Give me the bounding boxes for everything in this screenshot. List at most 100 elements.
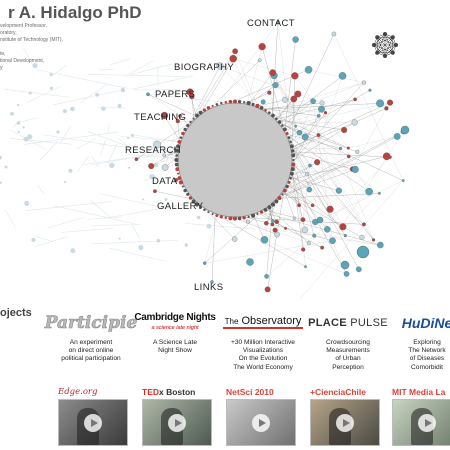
rim-node <box>174 157 179 163</box>
faint-edge <box>131 63 172 75</box>
rim-node <box>181 185 184 188</box>
network-node <box>267 90 272 95</box>
video-thumbnail[interactable] <box>310 399 380 446</box>
network-node <box>384 106 389 111</box>
nav-data[interactable]: DATA <box>152 176 178 187</box>
project-place-pulse: PLACE PULSE Crowdsourcing Measurements o… <box>303 310 393 372</box>
network-node <box>378 192 381 195</box>
video-tedx-boston: TEDx Boston <box>142 386 214 448</box>
nav-biography[interactable]: BIOGRAPHY <box>174 62 235 73</box>
play-icon[interactable] <box>168 413 186 432</box>
network-node <box>272 227 278 233</box>
rim-node <box>268 111 271 114</box>
rim-node <box>219 215 223 219</box>
network-node <box>294 90 302 98</box>
nav-teaching[interactable]: TEACHING <box>134 112 187 123</box>
project-description: Crowdsourcing Measurements of Urban Perc… <box>326 339 370 371</box>
place-pulse-logo[interactable]: PLACE PULSE <box>303 310 393 336</box>
faint-node <box>154 163 159 168</box>
project-hudine: HuDiNe Exploring The Network of Diseases… <box>392 310 450 372</box>
video-thumbnail[interactable] <box>142 399 212 446</box>
cluster-node <box>372 43 376 47</box>
participa-logo-text: Participie <box>44 312 138 333</box>
faint-edge <box>9 138 72 145</box>
faint-edge <box>165 90 188 95</box>
network-node <box>368 88 372 92</box>
faint-node <box>16 103 20 107</box>
video-thumbnail[interactable] <box>226 399 296 446</box>
participa-logo[interactable]: Participie <box>44 310 138 336</box>
rim-node <box>215 214 219 218</box>
faint-node <box>127 166 131 169</box>
network-node <box>245 219 250 224</box>
faint-node <box>70 106 75 112</box>
play-icon[interactable] <box>418 413 436 432</box>
network-node <box>346 154 351 159</box>
rim-node <box>178 180 184 185</box>
network-node <box>146 92 150 97</box>
rim-node <box>215 103 219 106</box>
video-title: MIT Media La <box>392 387 446 397</box>
network-node <box>331 31 337 37</box>
network-edge <box>308 69 364 83</box>
rim-node <box>277 195 282 201</box>
hudine-logo[interactable]: HuDiNe <box>392 310 450 336</box>
network-node <box>153 189 157 194</box>
rim-node <box>233 99 237 104</box>
network-node <box>258 43 266 51</box>
nav-papers[interactable]: PAPERS <box>155 89 196 100</box>
rim-node <box>291 149 295 153</box>
network-node <box>387 99 394 106</box>
network-node <box>304 172 309 177</box>
rim-node <box>290 167 295 172</box>
play-icon[interactable] <box>84 413 102 432</box>
rim-node <box>259 105 264 110</box>
faint-edge <box>108 247 166 262</box>
nav-contact[interactable]: CONTACT <box>247 18 296 29</box>
network-node <box>292 36 299 43</box>
nav-links[interactable]: LINKS <box>194 282 224 293</box>
network-edge <box>275 229 381 246</box>
play-icon[interactable] <box>252 413 270 432</box>
faint-edge <box>87 216 122 220</box>
rim-node <box>174 162 179 167</box>
network-edge <box>299 132 374 241</box>
rim-node <box>181 131 185 136</box>
network-node <box>301 247 306 252</box>
observatory-logo-the: The <box>224 317 239 327</box>
faint-edge <box>107 122 110 134</box>
play-icon[interactable] <box>336 413 354 432</box>
nav-research[interactable]: RESEARCH <box>125 145 181 156</box>
faint-edge <box>42 134 106 145</box>
network-node <box>308 163 312 168</box>
rim-node <box>175 144 181 149</box>
network-node <box>210 280 214 284</box>
cluster-node <box>390 50 395 55</box>
video-thumbnail[interactable] <box>392 399 450 446</box>
network-node <box>161 164 169 171</box>
subtitle-line: te, <box>0 51 6 57</box>
faint-edge <box>36 184 45 195</box>
network-node <box>264 286 271 293</box>
rim-node <box>232 216 238 221</box>
faint-edge <box>110 58 130 65</box>
network-edge <box>204 240 333 264</box>
network-node <box>216 62 224 70</box>
observatory-logo[interactable]: The Observatory <box>218 310 308 336</box>
network-node <box>401 179 405 182</box>
network-edge <box>227 216 364 225</box>
nav-gallery[interactable]: GALLERY <box>157 201 204 212</box>
rim-node <box>277 120 282 124</box>
video-thumbnail[interactable] <box>58 399 128 446</box>
faint-node <box>0 155 2 160</box>
rim-node <box>189 120 192 124</box>
network-node <box>232 48 238 55</box>
cambridge-nights-logo[interactable]: Cambridge Nights a science late night <box>130 310 220 336</box>
network-edge <box>352 108 387 170</box>
faint-edge <box>23 47 34 68</box>
video-title: NetSci 2010 <box>226 387 274 397</box>
network-edge <box>233 58 295 77</box>
rim-node <box>291 162 296 167</box>
network-node <box>324 226 331 233</box>
network-node <box>162 153 166 158</box>
